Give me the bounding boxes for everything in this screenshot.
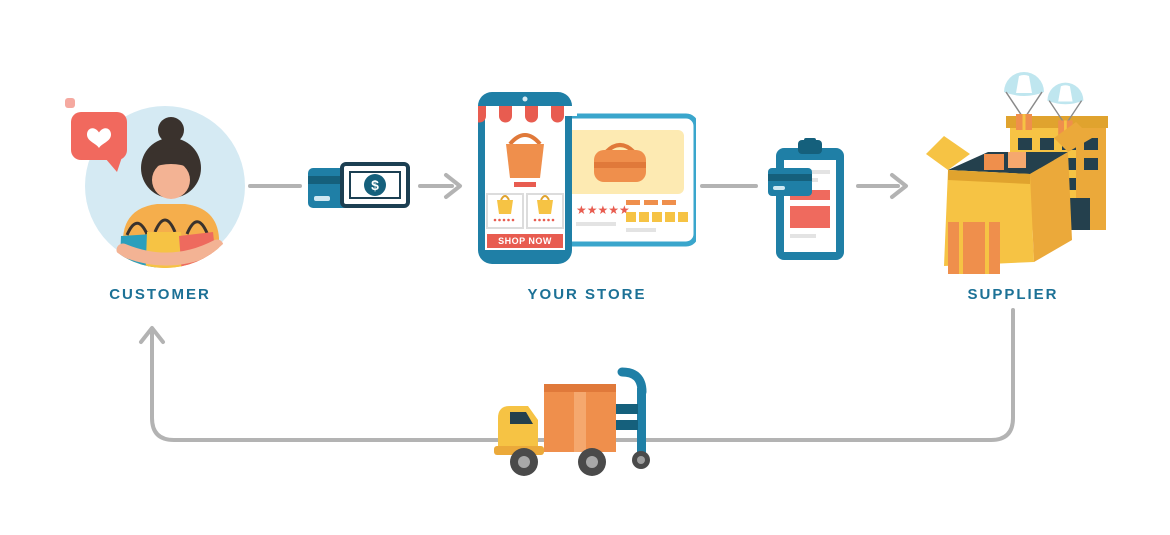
customer-label: CUSTOMER xyxy=(109,286,211,303)
order-illustration xyxy=(768,138,844,260)
heart-speech-bubble-icon xyxy=(65,98,127,172)
package-stack-icon xyxy=(948,222,1000,274)
arrowhead-to-supplier xyxy=(890,173,908,199)
delivery-truck-illustration xyxy=(494,367,650,476)
product-card xyxy=(526,193,564,229)
delivery-truck-icon xyxy=(494,384,616,476)
supplier-illustration xyxy=(926,72,1108,274)
storefront-page: ★★★★★ xyxy=(547,113,696,247)
shop-now-label: SHOP NOW xyxy=(498,236,552,246)
order-clipboard-icon xyxy=(776,138,844,260)
store-illustration: ★★★★★ xyxy=(478,92,696,264)
store-label: YOUR STORE xyxy=(527,286,647,303)
product-card xyxy=(486,193,524,229)
arrowhead-to-customer xyxy=(139,326,165,344)
hand-truck-icon xyxy=(596,367,650,469)
customer-illustration xyxy=(65,98,245,268)
arrowhead-to-store xyxy=(444,173,462,199)
option-squares xyxy=(626,212,688,222)
storefront-awning-icon xyxy=(478,106,577,123)
payment-card-icon xyxy=(768,168,812,196)
heart-icon xyxy=(87,128,111,148)
open-box-icon xyxy=(926,122,1092,274)
shopping-bag-icon xyxy=(506,133,544,187)
payment-illustration: $ xyxy=(308,162,410,208)
dollar-sign: $ xyxy=(371,177,379,193)
rating-stars: ★★★★★ xyxy=(576,203,630,217)
supplier-label: SUPPLIER xyxy=(967,286,1059,303)
store-phone: SHOP NOW xyxy=(478,92,577,264)
cash-icon: $ xyxy=(340,162,410,208)
shop-now-button: SHOP NOW xyxy=(487,234,563,248)
parachute-icon xyxy=(1004,72,1044,130)
